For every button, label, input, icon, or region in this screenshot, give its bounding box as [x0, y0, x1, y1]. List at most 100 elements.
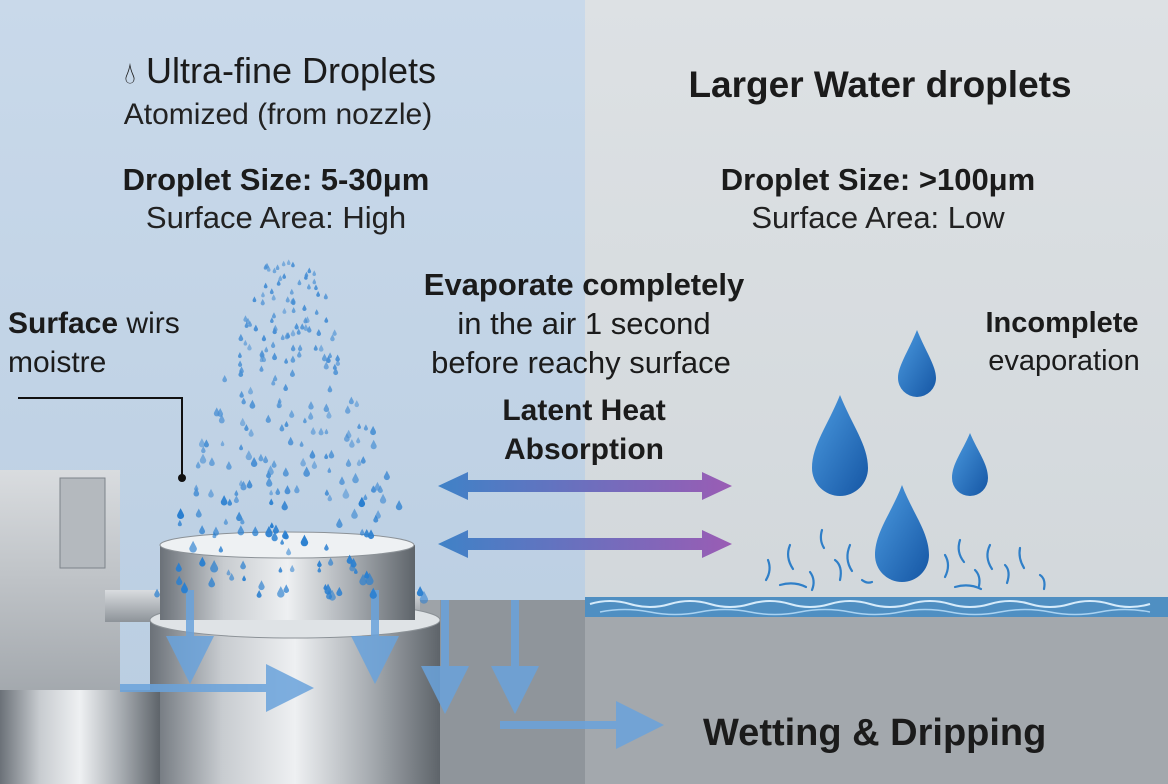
mist-droplet	[272, 524, 279, 534]
mist-droplet	[284, 420, 289, 427]
mist-droplet	[300, 534, 309, 547]
mist-droplet	[356, 459, 362, 467]
mist-droplet	[291, 307, 296, 314]
mist-droplet	[351, 508, 358, 519]
evaporate-line2: in the air 1 second	[457, 306, 711, 341]
mist-droplet	[318, 344, 324, 352]
mist-droplet	[286, 547, 292, 556]
mist-droplet	[345, 458, 352, 467]
mist-droplet	[335, 354, 340, 362]
left-title: Ultra-fine Droplets	[145, 50, 437, 91]
mist-droplet	[177, 519, 182, 527]
mist-droplet	[154, 588, 160, 598]
mist-droplet	[245, 317, 250, 324]
mist-droplet	[199, 453, 207, 464]
mist-droplets	[154, 259, 429, 604]
mist-droplet	[310, 426, 316, 435]
mist-droplet	[363, 493, 368, 501]
mist-droplet	[371, 485, 377, 493]
mist-droplet	[238, 360, 243, 367]
mist-droplet	[259, 349, 265, 358]
mist-droplet	[198, 438, 205, 448]
wetting-dripping-label: Wetting & Dripping	[703, 712, 1047, 754]
mist-droplet	[284, 485, 291, 495]
mist-droplet	[326, 410, 332, 419]
mist-droplet	[370, 425, 377, 436]
mist-droplet	[326, 590, 333, 600]
mist-droplet	[345, 405, 351, 414]
mist-droplet	[300, 457, 306, 467]
mist-droplet	[258, 453, 264, 462]
mist-droplet	[263, 455, 269, 464]
mist-droplet	[328, 557, 334, 566]
mist-droplet	[239, 444, 244, 451]
mist-droplet	[314, 309, 319, 315]
mist-droplet	[241, 397, 246, 405]
mist-droplet	[379, 493, 387, 504]
mist-droplet	[282, 307, 287, 314]
mist-droplet	[209, 457, 215, 467]
mist-droplet	[277, 586, 285, 598]
mist-droplet	[307, 283, 311, 290]
mist-droplet	[271, 531, 278, 542]
mist-droplet	[244, 322, 249, 328]
mist-droplet	[286, 259, 291, 266]
mist-droplet	[247, 343, 252, 351]
mist-droplet	[328, 449, 335, 459]
mist-droplet	[283, 383, 289, 392]
mist-droplet	[419, 590, 429, 604]
mist-droplet	[239, 390, 244, 398]
mist-droplet	[189, 540, 197, 553]
mist-droplet	[327, 467, 332, 473]
mist-droplet	[243, 339, 248, 346]
mist-droplet	[289, 409, 295, 418]
mist-droplet	[234, 490, 239, 496]
mist-droplet	[312, 278, 317, 285]
mist-droplet	[238, 333, 244, 342]
mist-droplet	[323, 403, 330, 413]
mist-droplet	[302, 304, 307, 312]
callout-dot	[178, 474, 186, 482]
mist-droplet	[243, 315, 248, 322]
mist-droplet	[360, 456, 366, 464]
mist-droplet	[283, 584, 290, 593]
mist-droplet	[226, 569, 231, 576]
mist-droplet	[350, 557, 357, 568]
mist-droplet	[316, 328, 322, 336]
mist-droplet	[312, 270, 317, 276]
mist-droplet	[248, 386, 254, 395]
right-surface-area: Surface Area: Low	[751, 200, 1005, 235]
mist-droplet	[208, 488, 214, 498]
mist-droplet	[261, 291, 265, 298]
mist-droplet	[324, 543, 329, 551]
mist-droplet	[282, 273, 287, 279]
mist-droplet	[233, 495, 239, 504]
mist-droplet	[271, 294, 276, 301]
mist-droplet	[248, 428, 254, 437]
mist-droplet	[282, 467, 289, 477]
mist-droplet	[277, 397, 282, 404]
mist-droplet	[316, 291, 321, 297]
mist-droplet	[175, 562, 182, 572]
mist-droplet	[212, 532, 217, 539]
mist-droplet	[321, 353, 328, 362]
mist-droplet	[220, 495, 228, 506]
mist-droplet	[237, 525, 245, 536]
large-droplet	[875, 485, 929, 582]
mist-droplet	[304, 274, 308, 280]
mist-droplet	[287, 436, 294, 446]
splash-marks	[764, 528, 1046, 592]
mist-droplet	[289, 288, 294, 295]
mist-droplet	[308, 401, 314, 410]
mist-droplet	[237, 352, 242, 358]
mist-droplet	[269, 288, 274, 295]
mist-droplet	[348, 396, 354, 405]
mist-droplet	[266, 476, 273, 487]
mist-droplet	[280, 538, 285, 545]
mist-droplet	[252, 526, 259, 537]
mist-droplet	[290, 355, 296, 363]
mist-droplet	[265, 525, 273, 538]
mist-droplet	[271, 341, 276, 348]
mist-droplet	[352, 472, 359, 484]
mist-droplet	[311, 460, 318, 469]
